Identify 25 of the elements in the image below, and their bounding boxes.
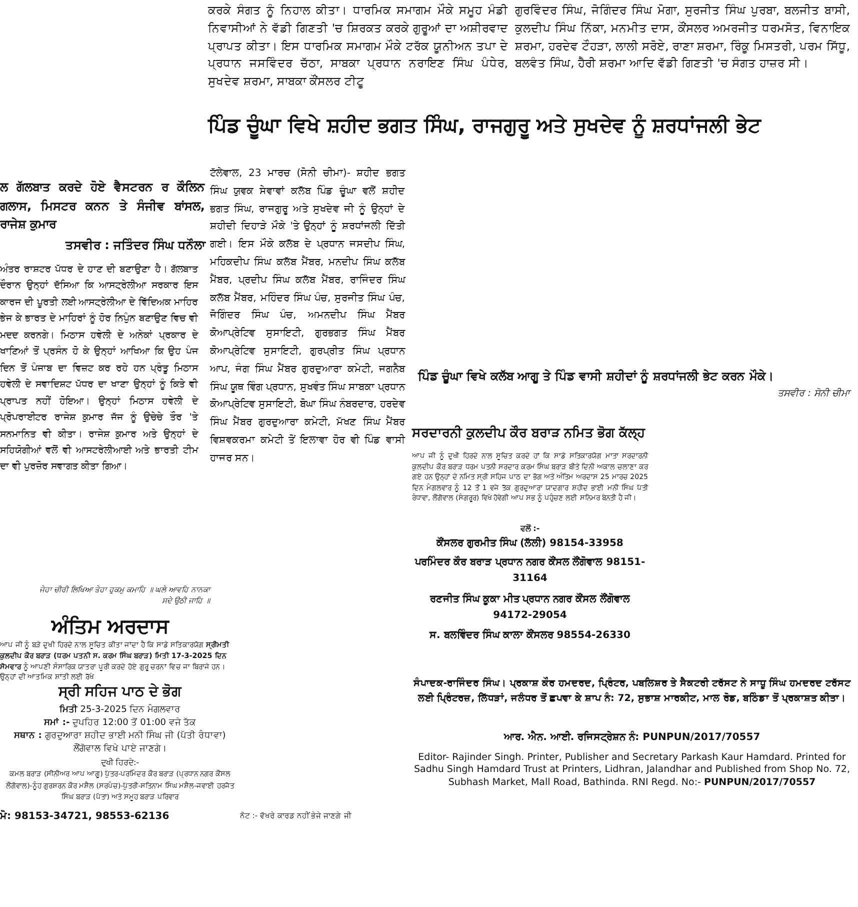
contact-line: ਸ. ਬਲਵਿੰਦਰ ਸਿੰਘ ਕਾਲਾ ਕੌਂਸਲਰ 98554-26330 (428, 629, 632, 643)
imprint-text: ਸੰਪਾਦਕ-ਰਾਜਿੰਦਰ ਸਿੰਘ। ਪ੍ਰਕਾਸ਼ ਕੌਰ ਹਮਦਰਦ, ਪ੍ਰਿੰਟਰ, ਪਬਲਿਸ਼ਰ ਤੇ ਸੈਕਟਰੀ ਟਰੱਸਟ ਨੇ ਸਾਧੂ ਸਿੰਘ ਹਮਦਰਦ ਟਰੱਸਟ ਲਈ ਪ੍ਰਿੰਟਰਜ਼, ਲਿੱਧੜਾਂ, ਜਲੰਧਰ ਤੋਂ ਛਪਵਾ ਕੇ ਸ਼ਾਪ ਨੰ: 72, ਸੁਭਾਸ਼ ਮਾਰਕੀਟ, ਮਾਲ ਰੋਡ, ਬਠਿੰਡਾ ਤੋਂ ਪ੍ਰਕਾਸ਼ਤ ਕੀਤਾ। (412, 676, 852, 706)
article-text: ਟੱਲੇਵਾਲ, 23 ਮਾਰਚ (ਸੋਨੀ ਚੀਮਾ)- ਸ਼ਹੀਦ ਭਗਤ ਸਿੰਘ ਯੁਵਕ ਸੇਵਾਵਾਂ ਕਲੱਬ ਪਿੰਡ ਚੂੰਘਾ ਵਲੋਂ ਸ਼ਹੀਦ ਭਗਤ ਸਿੰਘ, ਰਾਜਗੁਰੂ ਅਤੇ ਸੁਖਦੇਵ ਜੀ ਨੂੰ ਉਨ੍ਹਾਂ ਦੇ ਸ਼ਹੀਦੀ ਦਿਹਾੜੇ ਮੌਕੇ 'ਤੇ ਉਨ੍ਹਾਂ ਨੂੰ ਸ਼ਰਧਾਂਜਲੀ ਦਿੱਤੀ ਗਈ। ਇਸ ਮੌਕੇ ਕਲੱਬ ਦੇ ਪ੍ਰਧਾਨ ਜਸਦੀਪ ਸਿੰਘ, ਮਹਿਕਦੀਪ ਸਿੰਘ ਕਲੱਬ ਮੈਂਬਰ, ਮਨਦੀਪ ਸਿੰਘ ਕਲੱਬ ਮੈਂਬਰ, ਪ੍ਰਦੀਪ ਸਿੰਘ ਕਲੱਬ ਮੈਂਬਰ, ਰਾਜਿੰਦਰ ਸਿੰਘ ਕਲੱਬ ਮੈਂਬਰ, ਮਹਿੰਦਰ ਸਿੰਘ ਪੰਚ, ਸੁਰਜੀਤ ਸਿੰਘ ਪੰਚ, ਜੋਗਿੰਦਰ ਸਿੰਘ ਪੰਚ, ਅਮਨਦੀਪ ਸਿੰਘ ਮੈਂਬਰ ਕੋਆਪ੍ਰੇਟਿਵ ਸੁਸਾਇਟੀ, ਗੁਰਭਗਤ ਸਿੰਘ ਮੈਂਬਰ ਕੋਆਪ੍ਰੇਟਿਵ ਸੁਸਾਇਟੀ, ਗੁਰਪ੍ਰੀਤ ਸਿੰਘ ਪ੍ਰਧਾਨ ਆਪ, ਜੰਗ ਸਿੰਘ ਮੈਂਬਰ ਗੁਰਦੁਆਰਾ ਕਮੇਟੀ, ਜਗਨੈਬ ਸਿੰਘ ਯੂਥ ਵਿੰਗ ਪ੍ਰਧਾਨ, ਸੁਖਵੰਤ ਸਿੰਘ ਸਾਬਕਾ ਪ੍ਰਧਾਨ ਕੋਆਪ੍ਰੇਟਿਵ ਸੁਸਾਇਟੀ, ਬੋਘਾ ਸਿੰਘ ਨੰਬਰਦਾਰ, ਹਰਦੇਵ ਸਿੰਘ ਮੈਂਬਰ ਗੁਰਦੁਆਰਾ ਕਮੇਟੀ, ਮੱਖਣ ਸਿੰਘ ਮੈਂਬਰ ਵਿਸ਼ਵਕਰਮਾ ਕਮੇਟੀ ਤੋਂ ਇਲਾਵਾ ਹੋਰ ਵੀ ਪਿੰਡ ਵਾਸੀ ਹਾਜਰ ਸਨ। (210, 166, 405, 466)
contact-line: ਪਰਮਿੰਦਰ ਕੌਰ ਬਰਾੜ ਪ੍ਰਧਾਨ ਨਗਰ ਕੌਂਸਲ ਲੌਂਗੋਵਾਲ 98151-31164 (414, 555, 646, 586)
notice-text: ਵਲੋਂ :- (519, 524, 541, 534)
imprint-text: Editor- Rajinder Singh. Printer, Publisher and Secretary Parkash Kaur Hamdard. Printed for Sadhu Singh Hamdard Trust at Printers, Lidhran, Jalandhar and Published from Shop No. 72, Subhash Market, Mall Road, Bathinda. RNI Regd. No:- PUNPUN/2017/70557 (412, 752, 852, 790)
article-text: ਅੰਤਰ ਰਾਸ਼ਟਰ ਪੱਧਰ ਦੇ ਹਾਣ ਦੀ ਬਣਾਉਣਾ ਹੈ। ਗੱਲਬਾਤ ਦੌਰਾਨ ਉਨ੍ਹਾਂ ਦੱਸਿਆ ਕਿ ਆਸਟ੍ਰੇਲੀਆ ਸਰਕਾਰ ਇਸ ਕਾਰਜ ਦੀ ਪੂਰਤੀ ਲਈ ਆਸਟ੍ਰੇਲੀਆ ਦੇ ਵਿੱਦਿਅਕ ਮਾਹਿਰ ਭੇਜ ਕੇ ਭਾਰਤ ਦੇ ਮਾਹਿਰਾਂ ਨੂੰ ਹੋਰ ਨਿਪੁੰਨ ਬਣਾਉਣ ਵਿਚ ਵੀ ਮਦਦ ਕਰਨਗੇ। ਮਿਠਾਸ ਹਵੇਲੀ ਦੇ ਅਨੇਕਾਂ ਪ੍ਰਕਾਰ ਦੇ ਖਾਣਿਆਂ ਤੋਂ ਪ੍ਰਸੰਨ ਹੋ ਕੇ ਉਨ੍ਹਾਂ ਆਖਿਆ ਕਿ ਉਹ ਪੰਜ ਦਿਨ ਤੋਂ ਪੰਜਾਬ ਦਾ ਵਿਜ਼ਟ ਕਰ ਰਹੇ ਹਨ ਪ੍ਰੰਤੂ ਮਿਠਾਸ ਹਵੇਲੀ ਦੇ ਸਵਾਦਿਸ਼ਟ ਪੱਧਰ ਦਾ ਖਾਣਾ ਉਨ੍ਹਾਂ ਨੂੰ ਕਿਤੇ ਵੀ ਪ੍ਰਾਪਤ ਨਹੀਂ ਹੋਇਆ। ਉਨ੍ਹਾਂ ਮਿਠਾਸ ਹਵੇਲੀ ਦੇ ਪ੍ਰੋਪਰਾਈਟਰ ਰਾਜੇਸ਼ ਕੁਮਾਰ ਜੱਜ ਨੂੰ ਉਚੇਚੇ ਤੌਰ 'ਤੇ ਸਨਮਾਨਿਤ ਵੀ ਕੀਤਾ। ਰਾਜੇਸ਼ ਕੁਮਾਰ ਅਤੇ ਉਨ੍ਹਾਂ ਦੇ ਸਹਿਯੋਗੀਆਂ ਵਲੋਂ ਵੀ ਆਸਟਰੇਲੀਆਈ ਅਤੇ ਭਾਰਤੀ ਟੀਮ ਦਾ ਵੀ ਪੁਰਜ਼ੋਰ ਸਵਾਗਤ ਕੀਤਾ ਗਿਆ। (0, 262, 198, 474)
notice-text: ਸਥਾਨ : ਗੁਰਦੁਆਰਾ ਸ਼ਹੀਦ ਭਾਈ ਮਨੀ ਸਿੰਘ ਜੀ (ਪੱਤੀ ਰੰਧਾਵਾ) ਲੌਂਗੋਵਾਲ ਵਿਖੇ ਪਾਏ ਜਾਣਗੇ। (12, 730, 227, 756)
contact-line: ਰਣਜੀਤ ਸਿੰਘ ਕੂਕਾ ਮੀਤ ਪ੍ਰਧਾਨ ਨਗਰ ਕੌਂਸਲ ਲੌਂਗੋਵਾਲ 94172-29054 (428, 592, 632, 623)
notice-text: ਦੁਖੀ ਹਿਰਦੇ:- (100, 757, 140, 768)
notice-text: ਸਮਾਂ :- ਦੁਪਹਿਰ 12:00 ਤੋਂ 01:00 ਵਜੇ ਤੱਕ (42, 717, 197, 730)
photo-credit: ਤਸਵੀਰ : ਸੋਨੀ ਚੀਮਾ (776, 388, 850, 400)
imprint-text: ਆਰ. ਐਨ. ਆਈ. ਰਜਿਸਟ੍ਰੇਸ਼ਨ ਨੰ: PUNPUN/2017/70557 (502, 731, 762, 745)
notice-heading: ਅੰਤਿਮ ਅਰਦਾਸ (50, 614, 170, 638)
notice-heading: ਸ੍ਰੀ ਸਹਿਜ ਪਾਠ ਦੇ ਭੋਗ (57, 684, 183, 701)
photo-caption: ਲ ਗੱਲਬਾਤ ਕਰਦੇ ਹੋਏ ਵੈਸਟਰਨ ਰ ਕੌਲਿਨ ਗਲਾਸ, ਮਿਸਟਰ ਕਨਨ ਤੇ ਸੰਜੀਵ ਬਾਂਸਲ, ਰਾਜੇਸ਼ ਕੁਮਾਰ (0, 178, 205, 234)
notice-heading: ਸਰਦਾਰਨੀ ਕੁਲਦੀਪ ਕੌਰ ਬਰਾੜ ਨਮਿਤ ਭੋਗ ਕੱਲ੍ਹ (412, 426, 646, 443)
headline: ਪਿੰਡ ਚੂੰਘਾ ਵਿਖੇ ਸ਼ਹੀਦ ਭਗਤ ਸਿੰਘ, ਰਾਜਗੁਰੂ ਅਤੇ ਸੁਖਦੇਵ ਨੂੰ ਸ਼ਰਧਾਂਜਲੀ ਭੇਟ (208, 112, 853, 138)
article-text: ਕਰਕੇ ਸੰਗਤ ਨੂੰ ਨਿਹਾਲ ਕੀਤਾ। ਧਾਰਮਿਕ ਸਮਾਗਮ ਮੌਕੇ ਸਮੂਹ ਮੰਡੀ ਨਿਵਾਸੀਆਂ ਨੇ ਵੱਡੀ ਗਿਣਤੀ 'ਚ ਸ਼ਿਰਕਤ ਕਰਕੇ ਗੁਰੂਆਂ ਦਾ ਅਸ਼ੀਰਵਾਦ ਪ੍ਰਾਪਤ ਕੀਤਾ। ਇਸ ਧਾਰਮਿਕ ਸਮਾਗਮ ਮੌਕੇ ਟਰੱਕ ਯੂਨੀਅਨ ਤਪਾ ਦੇ ਪ੍ਰਧਾਨ ਜਸਵਿੰਦਰ ਚੱਠਾ, ਸਾਬਕਾ ਪ੍ਰਧਾਨ ਨਰਾਇਣ ਸਿੰਘ ਪੰਧੇਰ, ਸੁਖਦੇਵ ਸ਼ਰਮਾ, ਸਾਬਕਾ ਕੌਂਸਲਰ ਟੀਟੂ (208, 2, 508, 90)
photo-credit: ਤਸਵੀਰ : ਜਤਿੰਦਰ ਸਿੰਘ ਧਨੌਲਾ (64, 237, 205, 254)
phone-numbers: ਮੋ: 98153-34721, 98553-62136 (0, 810, 170, 823)
article-text: ਗੁਰਵਿੰਦਰ ਸਿੰਘ, ਜੋਗਿੰਦਰ ਸਿੰਘ ਮੋਗਾ, ਸੁਰਜੀਤ ਸਿੰਘ ਪੁਰਬਾ, ਬਲਜੀਤ ਬਾਸੀ, ਕੁਲਦੀਪ ਸਿੰਘ ਨਿੱਕਾ, ਮਨਮੀਤ ਦਾਸ, ਕੌਂਸਲਰ ਅਮਰਜੀਤ ਧਰਮਸੋਤ, ਵਿਨਾਇਕ ਸ਼ਰਮਾ, ਹਰਦੇਵ ਟੌਹੜਾ, ਲਾਲੀ ਸਰੋਏ, ਰਾਣਾ ਸ਼ਰਮਾ, ਰਿੰਕੂ ਮਿਸਤਰੀ, ਪਰਮ ਸਿੱਧੂ, ਬਲਵੰਤ ਸਿੰਘ, ਹੈਰੀ ਸ਼ਰਮਾ ਆਦਿ ਵੱਡੀ ਗਿਣਤੀ 'ਚ ਸੰਗਤ ਹਾਜ਼ਰ ਸੀ। (515, 2, 850, 72)
notice-text: ਮਿਤੀ 25-3-2025 ਦਿਨ ਮੰਗਲਵਾਰ (58, 704, 182, 717)
contact-line: ਕੌਂਸਲਰ ਗੁਰਮੀਤ ਸਿੰਘ (ਲੱਲੀ) 98154-33958 (435, 537, 624, 551)
photo-caption: ਪਿੰਡ ਚੂੰਘਾ ਵਿਖੇ ਕਲੱਬ ਆਗੂ ਤੇ ਪਿੰਡ ਵਾਸੀ ਸ਼ਹੀਦਾਂ ਨੂੰ ਸ਼ਰਧਾਂਜਲੀ ਭੇਟ ਕਰਨ ਮੌਕੇ। (418, 368, 774, 386)
